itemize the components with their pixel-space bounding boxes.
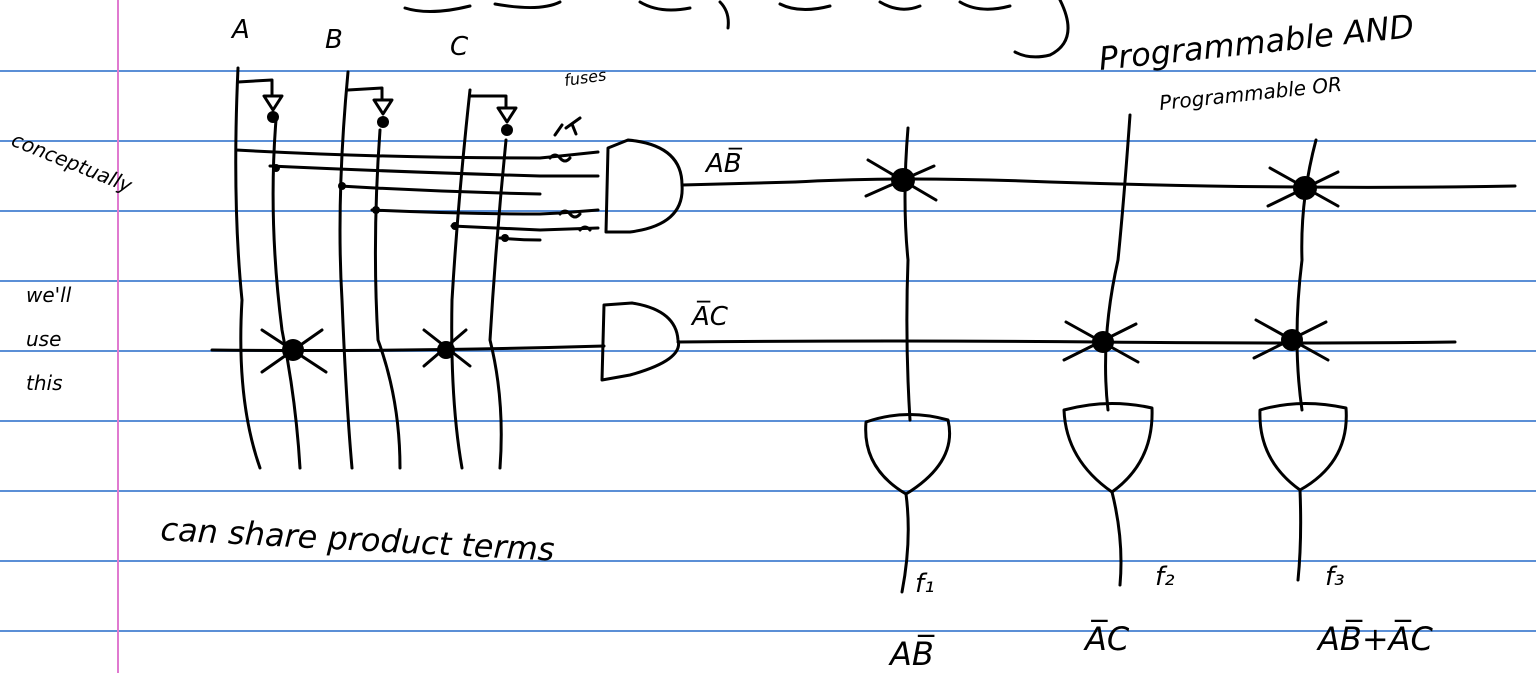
- title-stroke: [638, 0, 692, 12]
- inverter-a: [262, 94, 284, 112]
- connection-dot: [501, 234, 509, 242]
- fuse: [558, 209, 582, 219]
- or-output-2: [1110, 490, 1123, 587]
- x-mark: [1062, 322, 1138, 362]
- wire-b-not: [373, 128, 402, 470]
- wire-a-not: [271, 118, 302, 470]
- inverter-b-branch: [346, 86, 384, 102]
- product-term-2-label: A̅C: [690, 300, 729, 332]
- and-input-line-5: [450, 224, 600, 232]
- heading-line2: Programmable OR: [1158, 72, 1343, 115]
- output-f3-expr: AB̅+A̅C: [1316, 619, 1434, 658]
- product-line-2-input: [210, 344, 606, 352]
- margin-line: [117, 0, 119, 673]
- inverter-b-bubble: [377, 116, 389, 128]
- conceptually-label: conceptually: [8, 127, 136, 197]
- inverter-c-bubble: [501, 124, 513, 136]
- inverter-c-branch: [468, 94, 508, 110]
- and-gate-1: [604, 138, 684, 234]
- inverter-c: [496, 106, 518, 124]
- output-f3-label: f₃: [1325, 562, 1345, 592]
- wire-a: [234, 66, 262, 470]
- wire-c-not: [488, 138, 508, 470]
- or-input-line-2: [1104, 113, 1132, 412]
- x-mark: [260, 328, 324, 374]
- product-line-1-stub: [680, 180, 797, 187]
- product-line-2: [676, 339, 1457, 345]
- side-note-line3: this: [26, 371, 63, 395]
- connection-dot: [451, 222, 459, 230]
- connection-dot: [372, 206, 380, 214]
- fuse: [548, 153, 572, 163]
- x-mark: [422, 328, 468, 368]
- inverter-a-branch: [236, 78, 274, 98]
- or-gate-3: [1258, 402, 1348, 492]
- or-gate-1: [864, 413, 952, 496]
- and-input-line-3: [338, 184, 542, 196]
- title-stroke: [778, 2, 832, 11]
- heading-line1: Programmable AND: [1097, 7, 1416, 78]
- output-f2-expr: A̅C: [1083, 619, 1130, 658]
- and-input-line-1: [234, 148, 600, 160]
- title-bracket: [1013, 0, 1070, 59]
- or-gate-2: [1062, 402, 1154, 494]
- title-stroke: [493, 0, 562, 10]
- output-f2-label: f₂: [1155, 562, 1175, 592]
- or-output-3: [1296, 488, 1303, 582]
- title-stroke: [718, 0, 730, 30]
- fuses-label: fuses: [563, 65, 608, 90]
- output-f1-label: f₁: [915, 569, 935, 599]
- and-input-line-2: [268, 164, 600, 178]
- footer-note: can share product terms: [160, 510, 556, 569]
- wire-c: [450, 88, 472, 470]
- connection-dot: [272, 164, 280, 172]
- fuses-arrow: [553, 116, 582, 137]
- x-mark: [1266, 170, 1340, 208]
- fuse: [578, 225, 592, 232]
- side-note-line2: use: [26, 327, 61, 351]
- output-f1-expr: AB̅: [888, 634, 935, 673]
- x-mark: [1252, 320, 1328, 360]
- or-output-1: [900, 492, 910, 594]
- and-gate-2: [600, 301, 681, 382]
- side-note-line1: we'll: [26, 283, 72, 307]
- title-stroke: [403, 4, 472, 14]
- connection-dot: [338, 182, 346, 190]
- input-label-c: C: [450, 32, 469, 62]
- inverter-b: [372, 98, 394, 116]
- inverter-a-bubble: [267, 111, 279, 123]
- input-label-a: A: [230, 15, 250, 45]
- x-mark: [864, 164, 936, 198]
- product-term-1-label: AB̅: [704, 147, 743, 179]
- input-label-b: B: [325, 25, 343, 55]
- title-stroke: [958, 0, 1012, 11]
- wire-b: [338, 70, 354, 470]
- product-line-1: [793, 177, 1517, 189]
- and-input-line-4: [370, 208, 600, 216]
- title-stroke: [878, 0, 922, 11]
